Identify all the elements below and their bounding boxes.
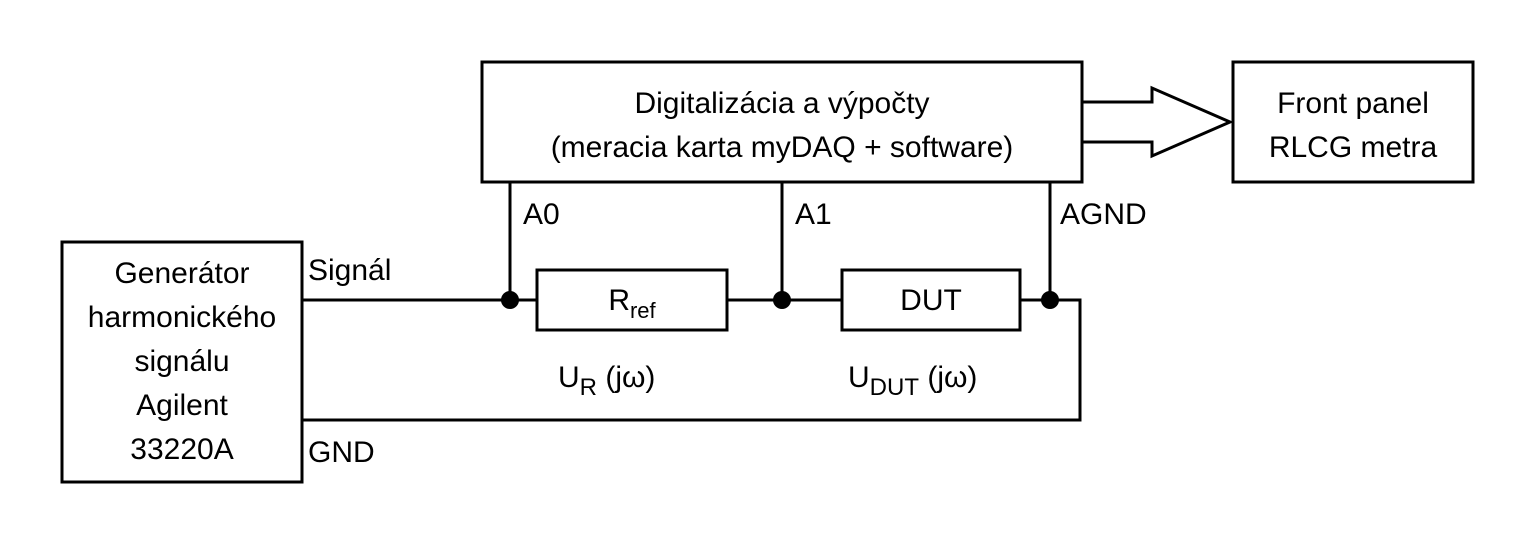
rref-box [535,268,729,332]
port-agnd-label: AGND [1060,198,1147,231]
dut-label: DUT [900,284,962,317]
port-a1-label: A1 [795,198,832,231]
generator-line-5: 33220A [130,433,233,466]
udut-label: UDUT (jω) [848,361,977,401]
data-flow-arrow [1082,85,1234,159]
front-panel-line1: Front panel [1277,87,1429,120]
generator-label: Generátor harmonického signálu Agilent 3… [88,257,276,466]
node-agnd [1041,291,1059,309]
digitizer-subtitle: (meracia karta myDAQ + software) [551,131,1014,164]
signal-label: Signál [308,254,391,287]
gnd-label: GND [308,436,375,469]
port-a0-label: A0 [523,198,560,231]
generator-box [60,240,304,484]
front-panel-box [1231,60,1475,184]
dut-box [840,268,1022,332]
node-a1 [773,291,791,309]
node-a0 [501,291,519,309]
digitizer-box [480,60,1084,184]
ur-label: UR (jω) [558,361,655,401]
generator-line-4: Agilent [136,389,228,422]
front-panel-line2: RLCG metra [1269,131,1438,164]
digitizer-title: Digitalizácia a výpočty [634,87,929,120]
rref-label: Rref [608,284,656,323]
generator-line-2: harmonického [88,301,276,334]
generator-line-3: signálu [134,345,229,378]
generator-line-1: Generátor [114,257,249,290]
